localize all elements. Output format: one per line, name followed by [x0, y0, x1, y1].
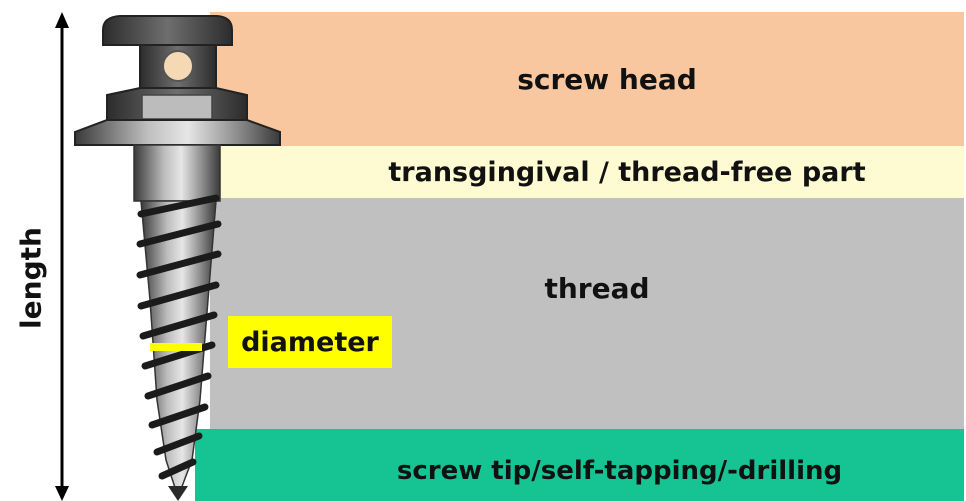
diameter-indicator [150, 343, 202, 351]
transgingival-band: transgingival / thread-free part [210, 146, 964, 198]
length-label: length [14, 227, 48, 329]
screw-head-band: screw head [210, 12, 964, 146]
screw-tip-band: screw tip/self-tapping/-drilling [195, 429, 964, 501]
screw-icon [74, 15, 281, 501]
screw-head-label: screw head [517, 62, 697, 96]
diameter-label-box: diameter [228, 316, 392, 368]
thread-label: thread [544, 272, 650, 305]
screw-tip-label: screw tip/self-tapping/-drilling [396, 456, 843, 486]
diameter-label: diameter [241, 326, 379, 358]
length-arrow-icon [55, 12, 69, 501]
thread-band: thread [210, 198, 964, 429]
transgingival-label: transgingival / thread-free part [388, 156, 866, 188]
